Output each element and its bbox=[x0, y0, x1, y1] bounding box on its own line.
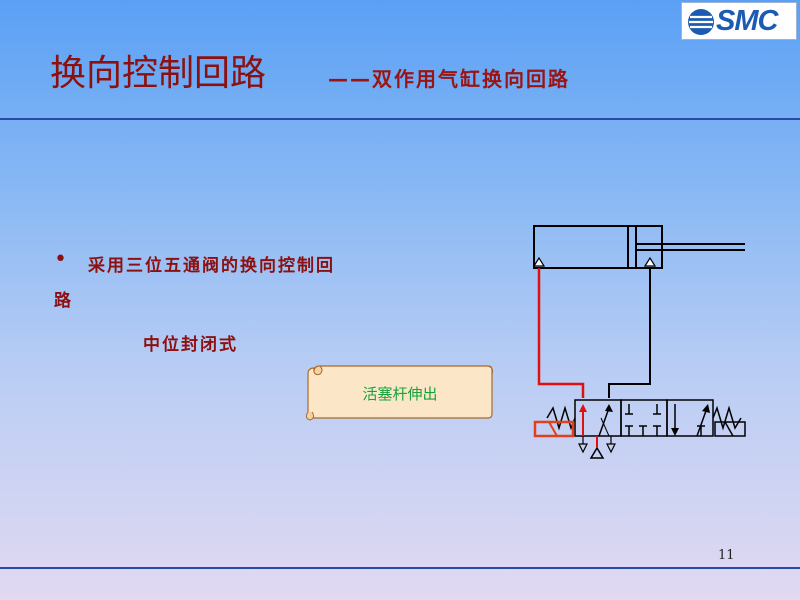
callout-scroll-icon bbox=[305, 365, 493, 421]
exhaust-line bbox=[608, 268, 651, 398]
sub-item-text: 中位封闭式 bbox=[143, 335, 238, 355]
pneumatic-circuit-diagram bbox=[532, 225, 746, 459]
left-spring bbox=[546, 405, 576, 431]
callout-label: 活塞杆伸出 bbox=[362, 385, 438, 403]
page-number: 11 bbox=[718, 548, 735, 563]
bullet-text-continued: 路 bbox=[54, 291, 71, 311]
air-supply-icon bbox=[589, 446, 605, 459]
smc-logo-mark-icon bbox=[688, 9, 714, 35]
slide-subtitle: ——双作用气缸换向回路 bbox=[328, 67, 570, 91]
bullet-text: 采用三位五通阀的换向控制回 bbox=[88, 256, 335, 276]
bottom-divider bbox=[0, 567, 800, 569]
right-spring bbox=[712, 405, 742, 431]
valve-left-position bbox=[574, 399, 622, 437]
slide-title: 换向控制回路 bbox=[50, 53, 267, 94]
logo-text: SMC bbox=[716, 5, 778, 37]
active-air-line bbox=[537, 268, 585, 398]
valve-center-position bbox=[620, 399, 668, 437]
right-solenoid bbox=[714, 421, 746, 437]
piston bbox=[627, 225, 637, 269]
left-solenoid bbox=[533, 420, 575, 438]
cylinder-body bbox=[533, 225, 663, 269]
smc-logo: SMC bbox=[681, 2, 797, 40]
bullet-icon: • bbox=[54, 247, 67, 272]
top-divider bbox=[0, 118, 800, 120]
